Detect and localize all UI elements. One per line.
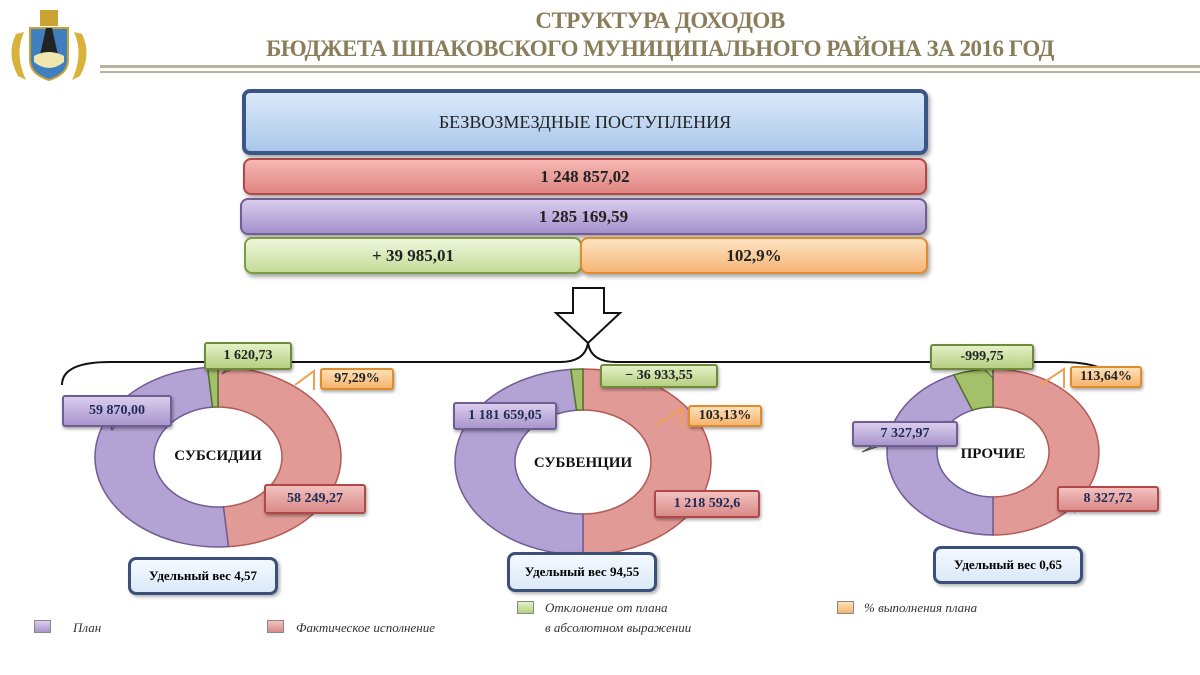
donut-slice-plan [886, 373, 994, 536]
share-weight-box: Удельный вес 4,57 [128, 557, 278, 595]
share-weight-box: Удельный вес 94,55 [507, 552, 657, 592]
donut-slice-deviation [952, 368, 994, 412]
percent-value-label: 103,13% [688, 405, 762, 427]
plan-value-label: 7 327,97 [852, 421, 958, 447]
summary-fact: 1 285 169,59 [240, 198, 927, 235]
down-arrow-icon [553, 287, 623, 345]
percent-value-label: 97,29% [320, 368, 394, 390]
percent-leader-line [656, 406, 683, 427]
donut-center-title: СУБВЕНЦИИ [533, 455, 633, 471]
donut-center-title: СУБСИДИИ [174, 448, 262, 464]
percent-leader-line [294, 369, 315, 390]
title-divider [100, 65, 1200, 68]
legend-fact-label: Фактическое исполнение [296, 620, 435, 635]
legend-deviation-label-2: в абсолютном выражении [545, 620, 692, 635]
donut-slice-deviation [569, 368, 584, 412]
page-title-line-1: СТРУКТУРА ДОХОДОВ [535, 8, 785, 33]
share-weight-box: Удельный вес 0,65 [933, 546, 1083, 584]
percent-leader-line [1039, 367, 1065, 388]
legend-plan-label: План [73, 620, 102, 635]
plan-value-label: 1 181 659,05 [453, 402, 557, 430]
summary-percent: 102,9% [580, 237, 928, 274]
legend-deviation-swatch [517, 601, 534, 614]
percent-value-label: 113,64% [1070, 366, 1142, 388]
plan-value-label: 59 870,00 [62, 395, 172, 427]
fact-value-label: 58 249,27 [264, 484, 366, 514]
brace-connector [61, 342, 1121, 386]
summary-plan: 1 248 857,02 [243, 158, 927, 195]
fact-value-label: 8 327,72 [1057, 486, 1159, 512]
legend-fact-swatch [267, 620, 284, 633]
deviation-value-label: -999,75 [930, 344, 1034, 370]
legend-percent-swatch [837, 601, 854, 614]
page-title-line-2: БЮДЖЕТА ШПАКОВСКОГО МУНИЦИПАЛЬНОГО РАЙОН… [266, 36, 1054, 61]
legend-percent-label: % выполнения плана [864, 600, 978, 615]
summary-heading: БЕЗВОЗМЕЗДНЫЕ ПОСТУПЛЕНИЯ [242, 89, 928, 155]
legend-deviation-label-1: Отклонение от плана [545, 600, 668, 615]
donut-center-title: ПРОЧИЕ [960, 446, 1026, 462]
deviation-value-label: 1 620,73 [204, 342, 292, 370]
coat-of-arms-logo [6, 4, 92, 84]
fact-value-label: 1 218 592,6 [654, 490, 760, 518]
title-divider [100, 71, 1200, 73]
deviation-value-label: − 36 933,55 [600, 364, 718, 388]
summary-deviation: + 39 985,01 [244, 237, 582, 274]
legend-plan-swatch [34, 620, 51, 633]
